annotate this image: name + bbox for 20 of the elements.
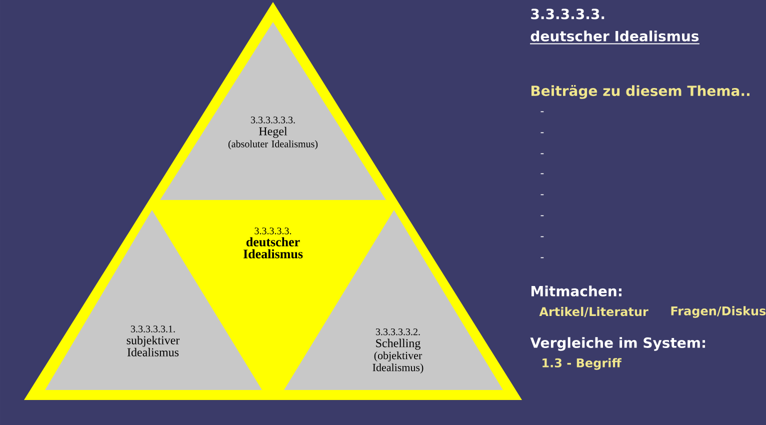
list-dash: -: [540, 194, 544, 196]
heading-text: Vergleiche im System:: [530, 337, 706, 351]
list-dash: -: [540, 173, 544, 174]
triangle-label: 3.3.3.3.3. deutscher Idealismus: [243, 228, 303, 258]
triangle-label: 3.3.3.3.3.2. Schelling (objektiver Idealismus): [372, 328, 424, 374]
heading-text: 3.3.3.3.3.: [531, 8, 604, 20]
triangle-label: 3.3.3.3.3.3. Hegel (absoluter Idealismus): [228, 116, 318, 150]
list-dash: -: [540, 111, 544, 112]
link: Fragen/Diskus: [671, 306, 766, 318]
heading-text: Mitmachen:: [531, 286, 622, 296]
section-heading: Beiträge zu diesem Thema..: [531, 85, 750, 99]
link: Artikel/Literatur: [539, 306, 648, 318]
list-dash: -: [540, 153, 544, 154]
list-dash: -: [540, 215, 544, 216]
list-dash: -: [540, 257, 544, 258]
link: deutscher Idealismus: [530, 30, 700, 44]
triangle-label: 3.3.3.3.3.1. subjektiver Idealismus: [126, 326, 180, 356]
list-dash: -: [540, 236, 544, 238]
list-dash: -: [540, 132, 544, 134]
link: 1.3 - Begriff: [542, 358, 622, 370]
